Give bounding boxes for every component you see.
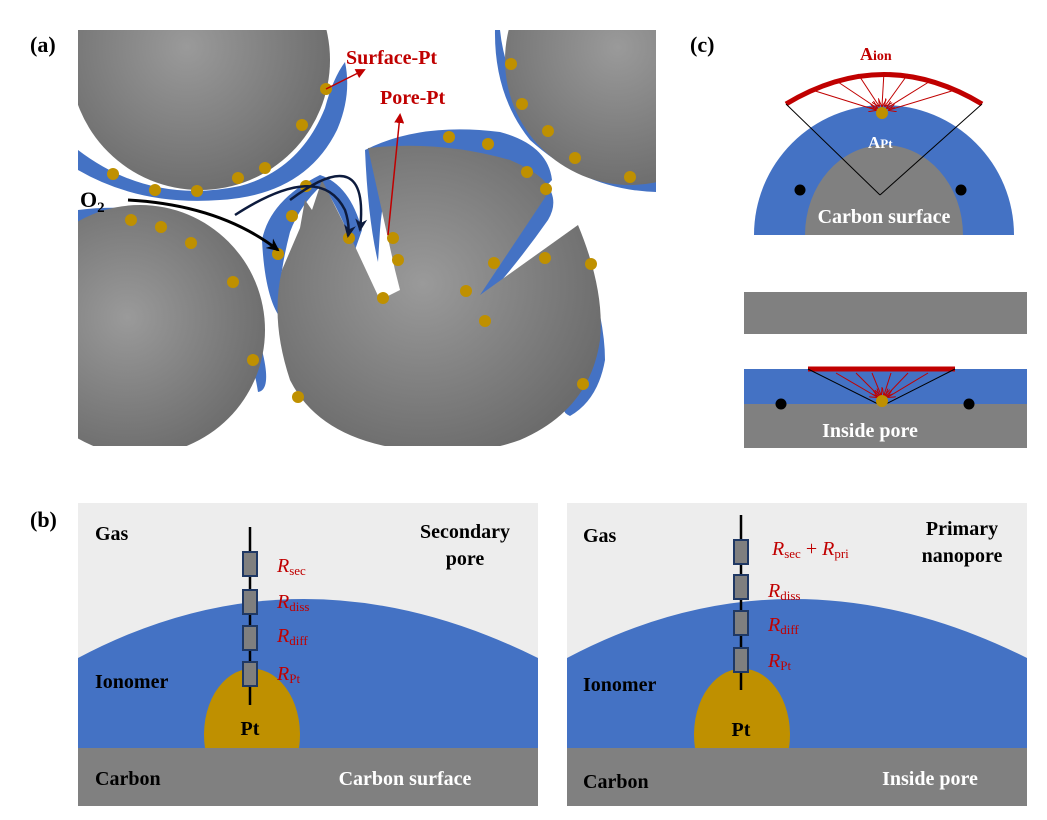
pt-particle-c-bottom [876, 395, 888, 407]
carbon-surface-label-b: Carbon surface [339, 768, 472, 790]
flux-arrows-top [811, 71, 956, 110]
r-diss-label-left: Rdiss [276, 591, 309, 614]
ionomer-region-right [567, 599, 1027, 748]
a-ion-label: Aion [860, 44, 892, 64]
gas-label-left: Gas [95, 523, 129, 545]
pt-label-right: Pt [732, 719, 751, 741]
resistor-boxes-right [733, 539, 749, 673]
black-dot-pore-right [963, 398, 975, 410]
pore-pt-arrow [387, 113, 405, 236]
carbon-sphere-top-left [78, 30, 330, 190]
pt-particle-left [204, 668, 300, 748]
pore-label-right-2: nanopore [922, 545, 1003, 567]
o2-arrow-straight [127, 198, 280, 252]
pore-label-right-1: Primary [926, 518, 998, 540]
carbon-sphere-bottom-left [78, 205, 265, 446]
surface-pt-arrow [325, 69, 366, 90]
resistor-boxes-left [242, 551, 258, 687]
gas-label-right: Gas [583, 525, 617, 547]
inside-pore-label-c: Inside pore [822, 420, 918, 442]
inside-pore-label-b: Inside pore [882, 768, 978, 790]
r-pt-label-right: RPt [767, 650, 791, 673]
panel-a: (a) Surface-Pt Pore-Pt O2 [30, 30, 656, 446]
ionomer-region-left [78, 599, 538, 748]
carbon-label-left: Carbon [95, 768, 161, 790]
black-dot-pore-left [775, 398, 787, 410]
surface-pt-label: Surface-Pt [346, 47, 437, 69]
carbon-bar-middle [744, 292, 1027, 334]
o2-arrow-curved-1 [234, 185, 356, 238]
black-dot-right [955, 184, 967, 196]
r-sec-pri-label-right: Rsec + Rpri [771, 538, 849, 561]
carbon-region-left [78, 748, 538, 806]
panel-b-label: (b) [30, 507, 57, 532]
inside-pore-schematic [744, 366, 1027, 448]
a-pt-label: APt [868, 133, 893, 152]
carbon-label-right: Carbon [583, 771, 649, 793]
ionomer-film-crack-left [262, 175, 362, 320]
panel-c-label: (c) [690, 32, 714, 57]
pt-label-left: Pt [241, 718, 260, 740]
pt-particles-a [107, 58, 636, 403]
r-sec-label-left: Rsec [276, 555, 306, 578]
panel-c: (c) Aion APt Carbon surface [690, 32, 1027, 448]
r-diff-label-right: Rdiff [767, 614, 799, 637]
pore-label-left-1: Secondary [420, 521, 510, 543]
panel-b-left: Gas Secondary pore Ionomer Pt Carbon Car… [78, 503, 538, 806]
carbon-sphere-top-right [505, 30, 656, 185]
carbon-surface-schematic [754, 71, 1014, 235]
panel-b-right: Gas Primary nanopore Ionomer Pt Carbon I… [567, 503, 1027, 806]
pt-particle-c-top [876, 107, 888, 119]
pore-pt-label: Pore-Pt [380, 87, 445, 109]
black-dot-left [794, 184, 806, 196]
r-pt-label-left: RPt [276, 663, 300, 686]
carbon-surface-label: Carbon surface [818, 206, 951, 228]
r-diss-label-right: Rdiss [767, 580, 800, 603]
pore-label-left-2: pore [446, 548, 485, 570]
flux-arrows-bottom [835, 372, 929, 397]
ionomer-label-left: Ionomer [95, 671, 168, 693]
ionomer-label-right: Ionomer [583, 674, 656, 696]
pt-particle-right [694, 668, 791, 748]
panel-b: (b) Gas Secondary pore Ionomer Pt Carbon… [30, 503, 1027, 806]
o2-arrow-curved-2 [289, 174, 368, 232]
carbon-particle-cracked [277, 145, 601, 446]
panel-a-label: (a) [30, 32, 56, 57]
o2-label: O2 [80, 187, 105, 216]
carbon-region-right [567, 748, 1027, 806]
r-diff-label-left: Rdiff [276, 625, 308, 648]
